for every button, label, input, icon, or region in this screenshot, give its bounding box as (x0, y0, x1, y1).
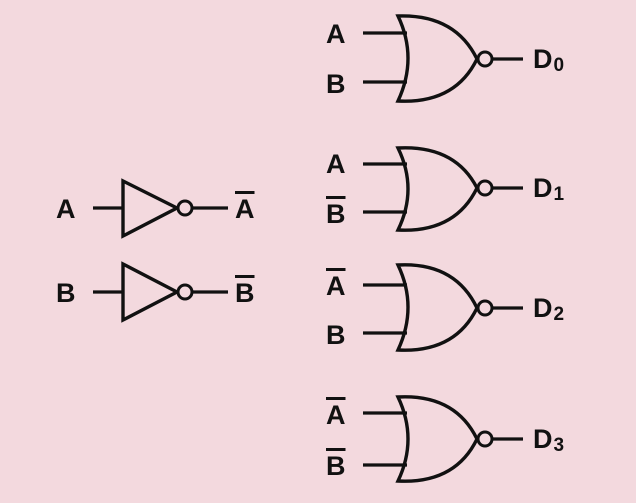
inverter-a-triangle (121, 178, 181, 239)
nor-gate-2-output-label: D2 (533, 293, 565, 325)
nor-gate-2-input-b-label: B (326, 320, 346, 350)
inverter-b (93, 261, 228, 323)
nor-gate-2-input-a-label: A (326, 271, 346, 301)
nor-gate-1-input-b-label: B (326, 199, 346, 229)
nor-gate-3-bubble (476, 430, 494, 448)
output-subscript: 3 (553, 435, 565, 456)
nor-gate-2-bubble (476, 299, 494, 317)
nor-gate-2 (363, 263, 523, 352)
output-letter: D (533, 173, 553, 203)
nor-gate-1-body (395, 146, 479, 232)
output-subscript: 1 (553, 184, 565, 205)
nor-gate-1 (363, 146, 523, 232)
nor-gate-1-output-label: D1 (533, 173, 565, 205)
output-letter: D (533, 44, 553, 74)
nor-gate-3-input-b-label: B (326, 451, 346, 481)
nor-gate-0-input-a-label: A (326, 19, 346, 49)
nor-gate-1-bubble (476, 179, 494, 197)
inverter-b-triangle (121, 261, 181, 323)
nor-gate-0-body (395, 14, 479, 103)
nor-gate-0 (363, 14, 523, 103)
output-subscript: 0 (553, 55, 565, 76)
inverter-a-input-label: A (56, 194, 76, 224)
inverter-a (93, 178, 228, 239)
nor-gate-0-bubble (476, 50, 494, 68)
nor-gate-0-input-b-label: B (326, 69, 346, 99)
output-subscript: 2 (553, 304, 565, 325)
inverter-b-bubble (176, 283, 194, 301)
nor-gate-3-input-a-label: A (326, 400, 346, 430)
inverter-b-output-label: B (235, 278, 255, 308)
nor-gate-3 (363, 395, 523, 483)
output-letter: D (533, 293, 553, 323)
inverter-a-bubble (176, 199, 194, 217)
nor-gate-3-body (395, 395, 479, 483)
nor-gate-1-input-a-label: A (326, 149, 346, 179)
nor-gate-3-output-label: D3 (533, 424, 565, 456)
inverter-b-input-label: B (56, 278, 76, 308)
output-letter: D (533, 424, 553, 454)
nor-gate-0-output-label: D0 (533, 44, 565, 76)
inverter-a-output-label: A (235, 194, 255, 224)
nor-gate-2-body (395, 263, 479, 352)
